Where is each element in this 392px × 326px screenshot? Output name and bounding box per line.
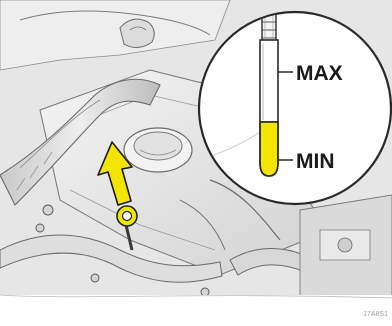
- dipstick-blade: [260, 10, 278, 176]
- max-label: MAX: [296, 62, 343, 85]
- dipstick-ring-handle-icon: [117, 206, 137, 226]
- figure-code: 17A8S1: [363, 311, 388, 318]
- dipstick-inset: MAX MIN: [199, 10, 391, 204]
- oil-level-fill: [260, 122, 278, 176]
- min-label: MIN: [296, 150, 335, 173]
